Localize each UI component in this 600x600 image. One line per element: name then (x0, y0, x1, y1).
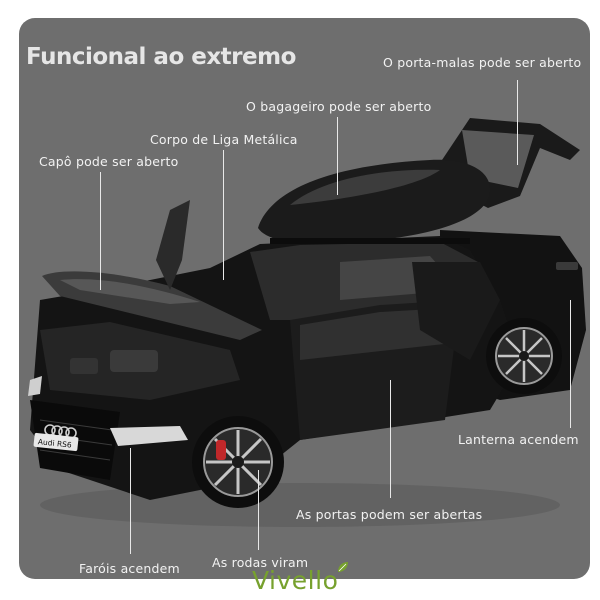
callout-wheels: As rodas viram (212, 555, 309, 570)
callout-alloy-body: Corpo de Liga Metálica (150, 132, 298, 147)
roof-rack (270, 238, 470, 244)
callout-roof-box: O bagageiro pode ser aberto (246, 99, 432, 114)
rear-wheel (486, 318, 562, 394)
leader-roof-box (337, 117, 338, 195)
leader-wheels (258, 470, 259, 550)
leader-hood (100, 172, 101, 290)
brand-wordmark: Vivello (252, 566, 339, 595)
open-front-door-upper (156, 200, 190, 290)
callout-hood: Capô pode ser aberto (39, 154, 179, 169)
callout-headlights: Faróis acendem (79, 561, 180, 576)
front-wheel (192, 416, 284, 508)
leader-headlights (130, 448, 131, 554)
callout-tail-lights: Lanterna acendem (458, 432, 579, 447)
license-plate-text: Audi RS6 (37, 437, 72, 450)
license-plate (33, 432, 79, 452)
leader-doors (390, 380, 391, 498)
headlight (110, 426, 188, 446)
open-rear-door (412, 262, 500, 360)
leader-tail-lights (570, 300, 571, 428)
roof-box (258, 159, 491, 244)
callout-doors: As portas podem ser abertas (296, 507, 483, 522)
leader-alloy-body (223, 150, 224, 280)
headline: Funcional ao extremo (26, 44, 296, 70)
leader-trunk (517, 80, 518, 165)
leaf-icon (338, 562, 348, 572)
callout-trunk: O porta-malas pode ser aberto (383, 55, 582, 70)
brake-caliper (216, 440, 226, 460)
tail-light (556, 262, 578, 270)
